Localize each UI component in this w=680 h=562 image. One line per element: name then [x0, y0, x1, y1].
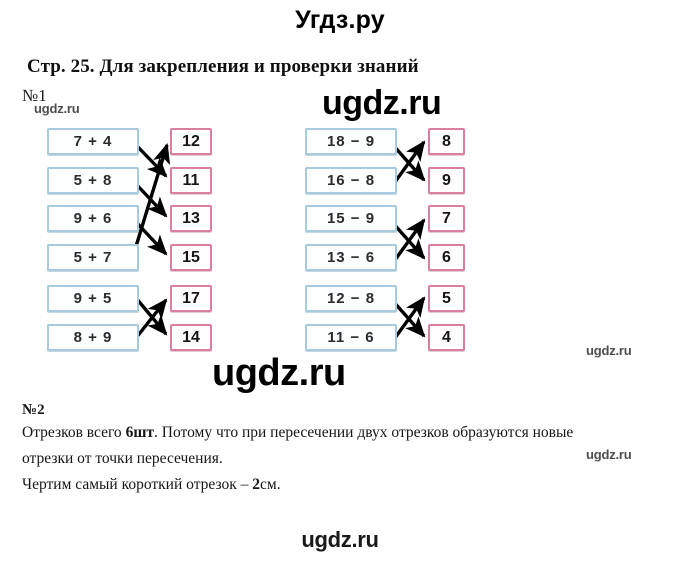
answer-box[interactable]: 4	[428, 324, 465, 351]
answer-box[interactable]: 17	[170, 285, 212, 312]
answer-line-3-part-a: Чертим самый короткий отрезок –	[22, 476, 253, 493]
watermark-small-top: ugdz.ru	[34, 101, 80, 116]
task-1-label: №1	[22, 86, 47, 105]
watermark-small-right-lower: ugdz.ru	[586, 447, 632, 462]
arrow-group-right-3	[390, 296, 426, 343]
operand-box[interactable]: 15 − 9	[305, 205, 397, 232]
operand-box[interactable]: 12 − 8	[305, 285, 397, 312]
answer-box[interactable]: 12	[170, 128, 212, 155]
answer-line-1-part-c: . Потому что при пересечении двух отрезк…	[154, 424, 574, 441]
site-header-title: Угдз.ру	[295, 6, 385, 34]
answer-line-3-bold: 2	[252, 476, 261, 493]
watermark-bottom: ugdz.ru	[301, 527, 379, 552]
watermark-big-top: ugdz.ru	[322, 84, 442, 122]
operand-box[interactable]: 9 + 5	[47, 285, 139, 312]
watermark-big-middle: ugdz.ru	[212, 352, 346, 394]
page-title: Стр. 25. Для закрепления и проверки знан…	[27, 56, 419, 77]
answer-line-1-part-a: Отрезков всего	[22, 424, 126, 441]
task-2-label: №2	[22, 402, 45, 418]
watermark-small-right-upper: ugdz.ru	[586, 343, 632, 358]
operand-box[interactable]: 18 − 9	[305, 128, 397, 155]
operand-box[interactable]: 11 − 6	[305, 324, 397, 351]
answer-box[interactable]: 15	[170, 244, 212, 271]
answer-box[interactable]: 9	[428, 167, 465, 194]
answer-box[interactable]: 8	[428, 128, 465, 155]
operand-box[interactable]: 5 + 8	[47, 167, 139, 194]
answer-box[interactable]: 6	[428, 244, 465, 271]
answer-box[interactable]: 5	[428, 285, 465, 312]
answer-box[interactable]: 11	[170, 167, 212, 194]
arrow-group-right-2	[390, 218, 426, 265]
operand-box[interactable]: 8 + 9	[47, 324, 139, 351]
answer-line-3-part-c: см.	[260, 476, 281, 493]
answer-line-2: отрезки от точки пересечения.	[22, 450, 223, 467]
operand-box[interactable]: 5 + 7	[47, 244, 139, 271]
answer-box[interactable]: 14	[170, 324, 212, 351]
matching-exercise	[128, 140, 426, 343]
answer-line-3: Чертим самый короткий отрезок – 2см.	[22, 472, 658, 498]
answer-line-1-bold: 6шт	[125, 424, 155, 441]
answer-box[interactable]: 13	[170, 205, 212, 232]
operand-box[interactable]: 7 + 4	[47, 128, 139, 155]
operand-box[interactable]: 9 + 6	[47, 205, 139, 232]
operand-box[interactable]: 16 − 8	[305, 167, 397, 194]
arrow-group-left-lower	[134, 296, 168, 340]
operand-box[interactable]: 13 − 6	[305, 244, 397, 271]
answer-box[interactable]: 7	[428, 205, 465, 232]
arrow-layer	[128, 140, 426, 343]
arrow-group-right-1	[390, 140, 426, 187]
task-2-answer-text: Отрезков всего 6шт. Потому что при перес…	[22, 420, 658, 498]
answer-line-1: Отрезков всего 6шт. Потому что при перес…	[22, 420, 658, 446]
